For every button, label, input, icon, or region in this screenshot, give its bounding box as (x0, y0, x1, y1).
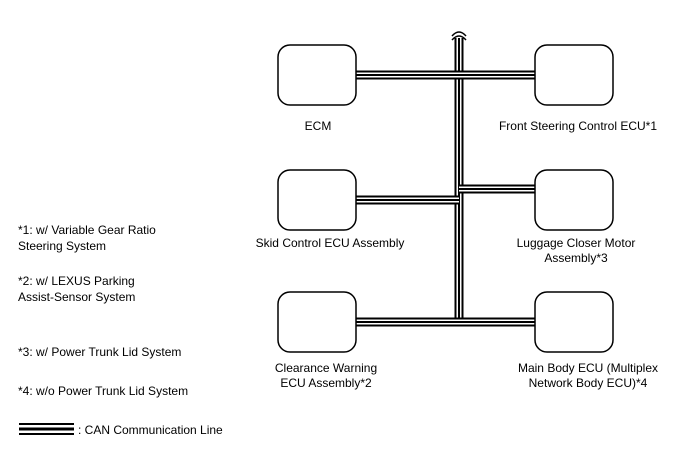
ecu-label-line: Front Steering Control ECU*1 (499, 119, 657, 133)
legend-label: : CAN Communication Line (78, 423, 223, 437)
ecu-label-line: Network Body ECU)*4 (529, 376, 648, 390)
footnote-line: *4: w/o Power Trunk Lid System (18, 384, 189, 398)
footnote-4: *4: w/o Power Trunk Lid System (18, 383, 188, 399)
ecu-label-line: Assembly*3 (544, 251, 608, 265)
ecu-label-line: Skid Control ECU Assembly (256, 236, 405, 250)
footnote-3: *3: w/ Power Trunk Lid System (18, 344, 181, 360)
can-bus-lines (278, 31, 535, 327)
ecu-label-front-steering: Front Steering Control ECU*1 (499, 119, 657, 133)
ecu-label-line: Main Body ECU (Multiplex (518, 361, 658, 375)
ecu-box-ecm (277, 44, 357, 106)
ecu-box-clearance-warning (277, 291, 357, 353)
ecu-box-skid-control (277, 169, 357, 231)
can-line-legend-symbol (19, 423, 74, 435)
ecu-label-skid-control: Skid Control ECU Assembly (256, 236, 405, 250)
footnote-line: *3: w/ Power Trunk Lid System (18, 345, 182, 359)
footnote-line: *2: w/ LEXUS Parking (18, 274, 135, 288)
ecu-label-line: ECU Assembly*2 (280, 376, 372, 390)
ecu-boxes (277, 44, 614, 353)
ecu-label-ecm: ECM (305, 119, 332, 133)
footnote-line: *1: w/ Variable Gear Ratio (18, 223, 156, 237)
ecu-box-main-body (534, 291, 614, 353)
ecu-box-luggage-closer (534, 169, 614, 231)
ecu-label-line: Clearance Warning (275, 361, 377, 375)
ecu-box-front-steering (534, 44, 614, 106)
bus-break-mark (451, 35, 467, 41)
footnote-line: Assist-Sensor System (18, 290, 136, 304)
footnote-line: Steering System (18, 239, 107, 253)
ecu-label-line: ECM (305, 119, 332, 133)
ecu-label-line: Luggage Closer Motor (517, 236, 636, 250)
bus-break-mark (451, 31, 467, 37)
